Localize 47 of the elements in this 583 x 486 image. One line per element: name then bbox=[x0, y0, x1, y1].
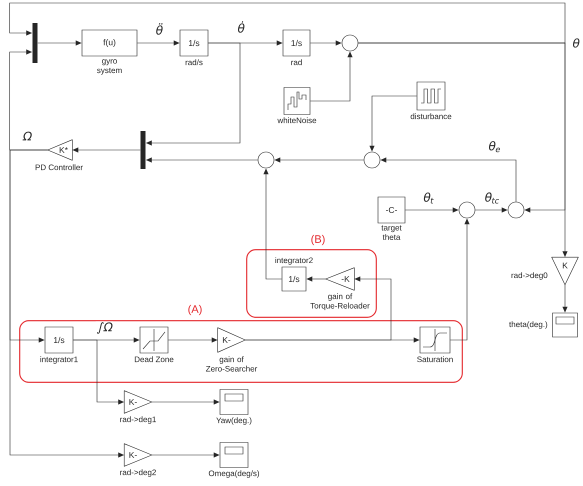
block-label: Yaw(deg.) bbox=[216, 417, 252, 425]
signal-label: Ω bbox=[21, 130, 32, 142]
sum-circle bbox=[508, 202, 524, 218]
sum-circle bbox=[458, 202, 476, 218]
block-label: theta(deg.) bbox=[509, 321, 548, 329]
block-label: integrator2 bbox=[275, 257, 313, 265]
integrator-block: 1/s bbox=[180, 30, 208, 56]
block-label: Dead Zone bbox=[134, 356, 174, 362]
block-label: whiteNoise bbox=[277, 117, 316, 124]
block-label: PD Controller bbox=[36, 164, 83, 170]
integrator-block: 1/s bbox=[282, 266, 306, 292]
signal-label: ∫Ω bbox=[96, 321, 113, 335]
gain-triangle: K* bbox=[47, 139, 73, 161]
sum-circle bbox=[258, 152, 274, 168]
block-label: integrator1 bbox=[40, 356, 78, 364]
block-label: gain of Torque-Reloader bbox=[310, 293, 370, 310]
signal-label: θ$_{t}$ bbox=[422, 192, 434, 204]
gain-triangle: K bbox=[551, 256, 579, 286]
function-block: f(u) bbox=[82, 30, 138, 56]
block-label: rad->deg1 bbox=[120, 416, 156, 424]
sum-circle bbox=[364, 152, 380, 168]
signal-label: θ̈ bbox=[154, 22, 163, 36]
signal-label: θ bbox=[570, 38, 580, 48]
block-label: target theta bbox=[381, 225, 402, 240]
signal-label: θ$_{tc}$ bbox=[483, 192, 500, 204]
block-label: disturbance bbox=[410, 113, 452, 120]
signal-label: θ$_{e}$ bbox=[486, 140, 502, 154]
gain-triangle: K- bbox=[217, 327, 246, 353]
gain-triangle: K- bbox=[124, 390, 152, 414]
integrator-block: 1/s bbox=[44, 326, 74, 354]
block-label: rad->deg0 bbox=[512, 272, 548, 280]
constant-block: -C- bbox=[378, 196, 406, 224]
block-label: rad->deg2 bbox=[120, 469, 156, 477]
block-label: gyro system bbox=[97, 59, 122, 75]
signal-label: θ̇ bbox=[236, 20, 245, 34]
block-label: Omega(deg/s) bbox=[208, 470, 260, 478]
block-label: rad bbox=[291, 59, 302, 66]
block-label: gain of Zero-Searcher bbox=[206, 356, 258, 372]
block-label: Saturation bbox=[417, 356, 453, 362]
signal-arrow bbox=[9, 2, 566, 44]
block-label: rad/s bbox=[186, 59, 203, 66]
gain-triangle: -K bbox=[325, 267, 355, 291]
region-label: (A) bbox=[188, 304, 202, 316]
gain-triangle: K- bbox=[124, 443, 152, 467]
sum-circle bbox=[342, 34, 358, 52]
integrator-block: 1/s bbox=[282, 30, 310, 56]
region-label: (B) bbox=[311, 234, 325, 246]
